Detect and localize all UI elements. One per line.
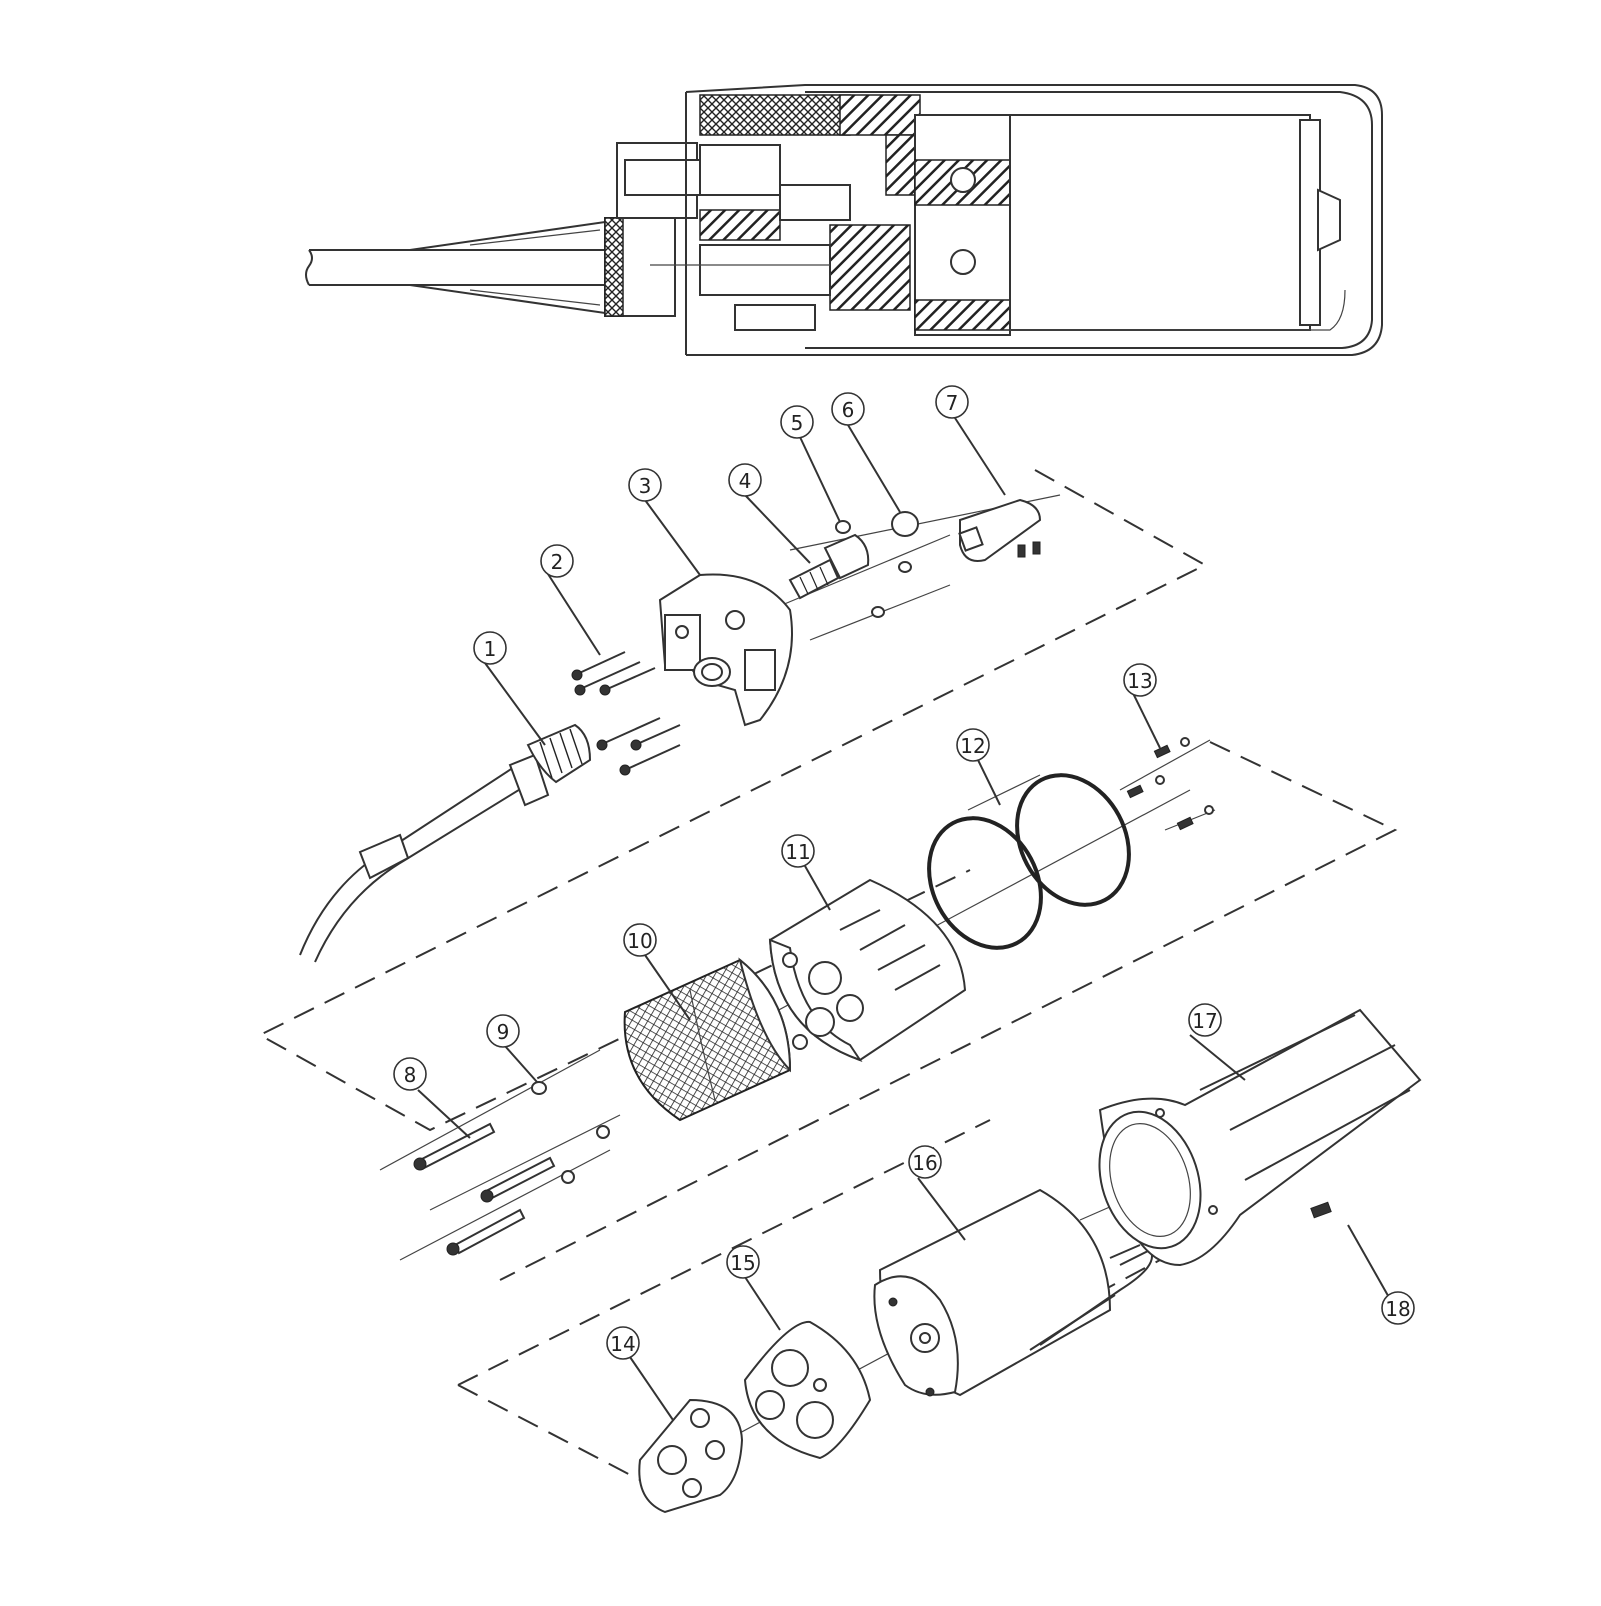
- seal-section: [699, 209, 781, 241]
- outlet-channel: [699, 244, 831, 296]
- motor-section: [1009, 114, 1311, 331]
- valve-chamber: [699, 144, 781, 196]
- callout-18-label: 18: [1385, 1297, 1410, 1321]
- callout-11: 11: [781, 834, 815, 868]
- part-5-washer: [835, 520, 851, 534]
- callout-17: 17: [1188, 1003, 1222, 1037]
- motor-base-section: [914, 299, 1011, 331]
- callout-3: 3: [628, 468, 662, 502]
- part-8-bolts: [413, 1122, 556, 1256]
- callout-12-label: 12: [960, 734, 985, 758]
- washer-extra-a: [898, 561, 912, 573]
- part-1-cable-gland: [299, 723, 592, 963]
- screw-section: [734, 304, 816, 331]
- callout-13-label: 13: [1127, 669, 1152, 693]
- callout-7: 7: [935, 385, 969, 419]
- washer-extra-b: [871, 606, 885, 618]
- callout-16: 16: [908, 1145, 942, 1179]
- pump-cross-section-view: [305, 84, 1383, 356]
- part-3-mounting-bracket: [658, 573, 793, 727]
- bearing-upper: [950, 167, 976, 193]
- motor-endcap-section: [914, 114, 1011, 336]
- head-section-upper: [839, 94, 921, 136]
- callout-4-label: 4: [739, 469, 752, 493]
- callout-9-label: 9: [497, 1020, 510, 1044]
- part-17-outer-housing: [1098, 1008, 1422, 1267]
- callout-1-label: 1: [484, 637, 497, 661]
- cable-section: [305, 220, 640, 315]
- callout-9: 9: [486, 1014, 520, 1048]
- callout-6: 6: [831, 392, 865, 426]
- part-9-washers: [531, 1081, 610, 1184]
- part-2-screws: [571, 651, 681, 776]
- part-6-seal-ring: [891, 511, 919, 537]
- part-7-inlet-fitting: [958, 498, 1042, 562]
- callout-11-label: 11: [785, 840, 810, 864]
- callout-2-label: 2: [551, 550, 564, 574]
- callout-13: 13: [1123, 663, 1157, 697]
- callout-5: 5: [780, 405, 814, 439]
- gland-nut-section: [604, 217, 624, 317]
- part-11-pump-head: [768, 878, 967, 1062]
- inlet-pipe: [624, 159, 701, 196]
- head-section-lower: [829, 224, 911, 311]
- callout-1: 1: [473, 631, 507, 665]
- part-14-end-plate: [638, 1398, 744, 1514]
- callout-15-label: 15: [730, 1251, 755, 1275]
- filter-section: [699, 94, 851, 136]
- callout-12: 12: [956, 728, 990, 762]
- callout-18: 18: [1381, 1291, 1415, 1325]
- part-12-o-rings: [927, 773, 1131, 950]
- callout-7-label: 7: [946, 391, 959, 415]
- part-10-mesh-filter: [623, 957, 792, 1122]
- callout-3-label: 3: [639, 474, 652, 498]
- callout-8-label: 8: [404, 1063, 417, 1087]
- callout-5-label: 5: [791, 411, 804, 435]
- piston-block: [779, 184, 851, 221]
- callout-2: 2: [540, 544, 574, 578]
- callout-6-label: 6: [842, 398, 855, 422]
- bearing-lower: [950, 249, 976, 275]
- part-16-motor: [873, 1188, 1153, 1397]
- callout-4: 4: [728, 463, 762, 497]
- callout-10: 10: [623, 923, 657, 957]
- callout-14: 14: [606, 1326, 640, 1360]
- part-4-outlet-fitting: [788, 533, 870, 600]
- part-15-valve-plate: [743, 1320, 872, 1460]
- callout-14-label: 14: [610, 1332, 635, 1356]
- callout-10-label: 10: [627, 929, 652, 953]
- part-18-screw: [1310, 1201, 1332, 1219]
- callout-15: 15: [726, 1245, 760, 1279]
- callout-17-label: 17: [1192, 1009, 1217, 1033]
- part-13-set-screws: [1126, 737, 1214, 831]
- callout-16-label: 16: [912, 1151, 937, 1175]
- callout-8: 8: [393, 1057, 427, 1091]
- motor-rear-cap: [1317, 188, 1341, 252]
